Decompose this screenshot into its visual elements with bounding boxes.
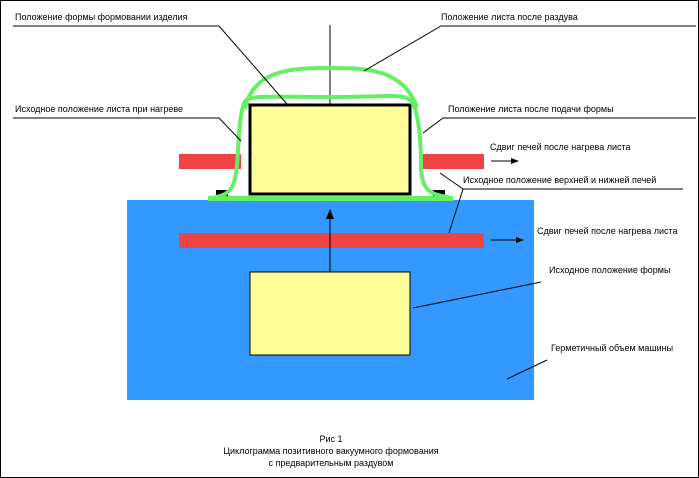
label-sheet-initial-heating: Исходное положение листа при нагреве: [15, 104, 184, 114]
sheet-wrapped: [214, 94, 450, 199]
lower-heater: [179, 233, 484, 248]
label-sheet-after-form-feed: Положение листа после подачи формы: [448, 104, 614, 114]
leader-sheet-initial: [13, 117, 242, 142]
form-travel-arrow: [326, 209, 334, 219]
label-form-forming-position: Положение формы формовании изделия: [15, 12, 188, 22]
leader-heaters-initial-lower: [448, 188, 464, 234]
label-heater-shift-top: Сдвиг печей после нагрева листа: [490, 142, 631, 152]
caption-figure-number: Рис 1: [319, 434, 343, 444]
shift-arrow-bottom-head: [516, 237, 524, 243]
label-form-initial: Исходное положение формы: [549, 265, 671, 275]
sheet-initial: [208, 196, 453, 201]
form-initial-position: [249, 271, 411, 356]
form-forming-position: [248, 103, 412, 196]
shift-arrow-top-head: [511, 158, 519, 164]
leader-sheet-form-feed: [422, 117, 696, 134]
leader-form-initial: [412, 281, 542, 309]
leader-sealed-volume: [506, 359, 548, 380]
upper-heater-right: [419, 154, 484, 169]
label-sheet-after-blow: Положение листа после раздува: [441, 12, 578, 22]
label-heater-shift-bottom: Сдвиг печей после нагрева листа: [537, 226, 678, 236]
sheet-dome: [243, 65, 419, 110]
leader-form-forming: [13, 25, 288, 105]
label-sealed-volume: Герметичный объем машины: [551, 343, 674, 353]
label-heaters-initial: Исходное положение верхней и нижней пече…: [463, 175, 657, 185]
leader-sheet-after-blow: [363, 25, 696, 72]
upper-heater-left: [179, 154, 241, 169]
caption-title-line2: с предварительным раздувом: [268, 458, 394, 468]
caption-title-line1: Циклограмма позитивного вакуумного формо…: [223, 446, 439, 456]
